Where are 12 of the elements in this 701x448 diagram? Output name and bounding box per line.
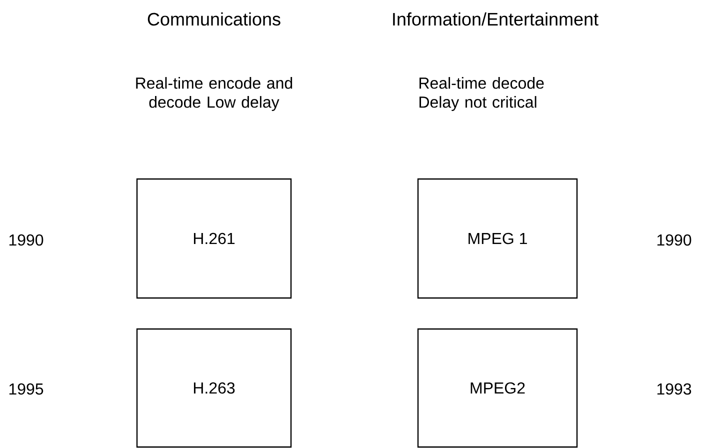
requirement-text: Real-time encode and decode Low delay xyxy=(136,77,292,111)
column-heading: Information/Entertainment xyxy=(393,12,598,26)
standard-box: H.263 xyxy=(136,328,292,448)
requirement-text: Real-time decode Delay not critical xyxy=(420,77,544,111)
year-label: 1990 xyxy=(657,234,692,246)
standard-box: MPEG2 xyxy=(417,328,578,448)
column-heading: Communications xyxy=(148,12,280,26)
year-label: 1995 xyxy=(9,383,44,395)
standard-box: MPEG 1 xyxy=(417,178,578,299)
year-label: 1990 xyxy=(9,234,44,246)
year-label: 1993 xyxy=(657,383,692,395)
standard-box: H.261 xyxy=(136,178,292,299)
